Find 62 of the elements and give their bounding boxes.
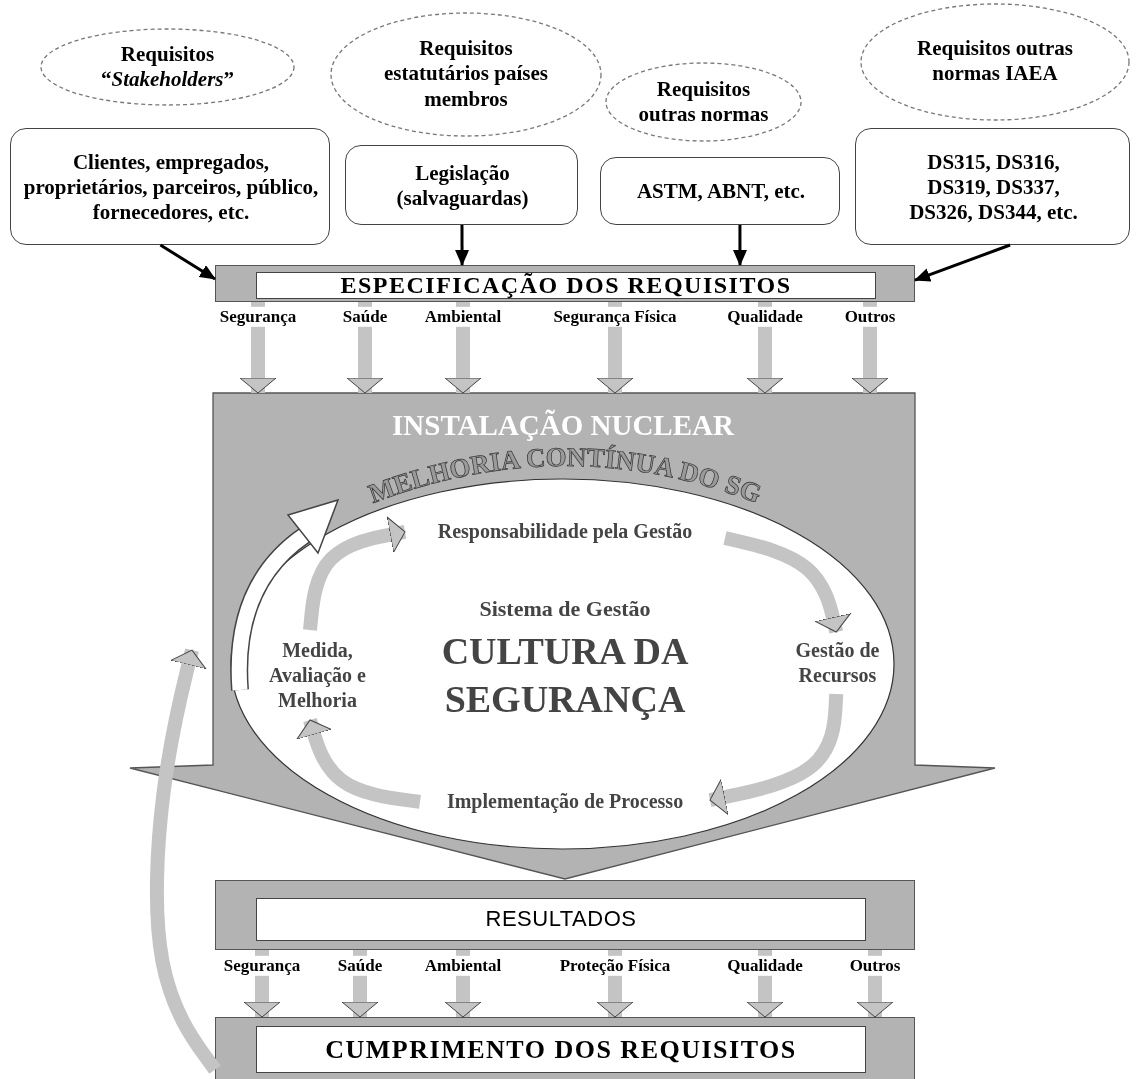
heading-panel: RESULTADOS bbox=[256, 898, 866, 941]
process-label: Medida, Avaliação e Melhoria bbox=[255, 630, 380, 720]
process-label: Gestão de Recursos bbox=[775, 632, 900, 694]
compliance-band bbox=[215, 1017, 915, 1079]
edge-label: Ambiental bbox=[423, 306, 503, 328]
system-subtitle: Sistema de Gestão bbox=[478, 596, 652, 623]
edge-label: Qualidade bbox=[726, 306, 804, 328]
block-arrow bbox=[243, 950, 281, 1018]
edge-label: Ambiental bbox=[423, 955, 503, 977]
edge-label: Segurança bbox=[218, 306, 298, 328]
process-label: Responsabilidade pela Gestão bbox=[405, 515, 725, 547]
arrow bbox=[455, 225, 470, 266]
block-arrow bbox=[341, 950, 379, 1018]
source-box bbox=[10, 128, 330, 245]
block-arrow bbox=[444, 950, 482, 1018]
block-arrow bbox=[851, 302, 889, 394]
block-arrow bbox=[856, 950, 894, 1018]
block-arrow bbox=[303, 516, 407, 631]
block-arrow bbox=[444, 302, 482, 394]
arrow bbox=[159, 243, 216, 281]
box-text: ASTM, ABNT, etc. bbox=[635, 178, 807, 206]
block-arrow bbox=[596, 302, 634, 394]
box-text: DS315, DS316, DS319, DS337, DS326, DS344, etc. bbox=[908, 148, 1079, 227]
block-arrow bbox=[746, 302, 784, 394]
requirement-ellipse bbox=[40, 28, 295, 106]
requirements-band bbox=[215, 265, 915, 302]
block-arrow bbox=[723, 531, 851, 634]
requirement-ellipse bbox=[605, 62, 802, 142]
ellipse-text: Requisitos outras normas bbox=[637, 75, 770, 128]
box-text: Legislação (salvaguardas) bbox=[395, 159, 530, 212]
edge-label: Segurança bbox=[222, 955, 302, 977]
facility-title: INSTALAÇÃO NUCLEAR bbox=[391, 407, 736, 443]
facility-block bbox=[130, 393, 995, 880]
block-arrow bbox=[296, 718, 421, 809]
block-arrow bbox=[239, 302, 277, 394]
edge-label: Outros bbox=[848, 955, 902, 977]
heading-panel: CUMPRIMENTO DOS REQUISITOS bbox=[256, 1026, 866, 1073]
results-band bbox=[215, 880, 915, 950]
edge-label: Saúde bbox=[336, 955, 384, 977]
block-arrow bbox=[596, 950, 634, 1018]
requirement-ellipse bbox=[860, 3, 1130, 121]
ellipse-text: Requisitos outras normas IAEA bbox=[916, 34, 1074, 87]
arrow bbox=[732, 225, 747, 266]
source-box bbox=[600, 157, 840, 225]
requirement-ellipse bbox=[330, 12, 602, 137]
block-arrow bbox=[708, 693, 844, 816]
ellipse-text: Requisitos estatutários países membros bbox=[383, 35, 549, 113]
source-box bbox=[855, 128, 1130, 245]
heading-panel: ESPECIFICAÇÃO DOS REQUISITOS bbox=[256, 272, 876, 299]
process-label: Implementação de Processo bbox=[420, 786, 710, 816]
block-arrow bbox=[346, 302, 384, 394]
box-text: Clientes, empregados, proprietários, parceiros, público, fornecedores, etc. bbox=[22, 148, 320, 227]
block-arrow bbox=[746, 950, 784, 1018]
edge-label: Qualidade bbox=[726, 955, 804, 977]
edge-label: Saúde bbox=[341, 306, 389, 328]
ellipse-text: Requisitos “Stakeholders” bbox=[100, 40, 235, 93]
arrow bbox=[914, 243, 1011, 282]
culture-heading: CULTURA DA SEGURANÇA bbox=[440, 629, 690, 722]
source-box bbox=[345, 145, 578, 225]
edge-label: Proteção Física bbox=[558, 955, 672, 977]
edge-label: Outros bbox=[843, 306, 897, 328]
edge-label: Segurança Física bbox=[552, 306, 678, 328]
